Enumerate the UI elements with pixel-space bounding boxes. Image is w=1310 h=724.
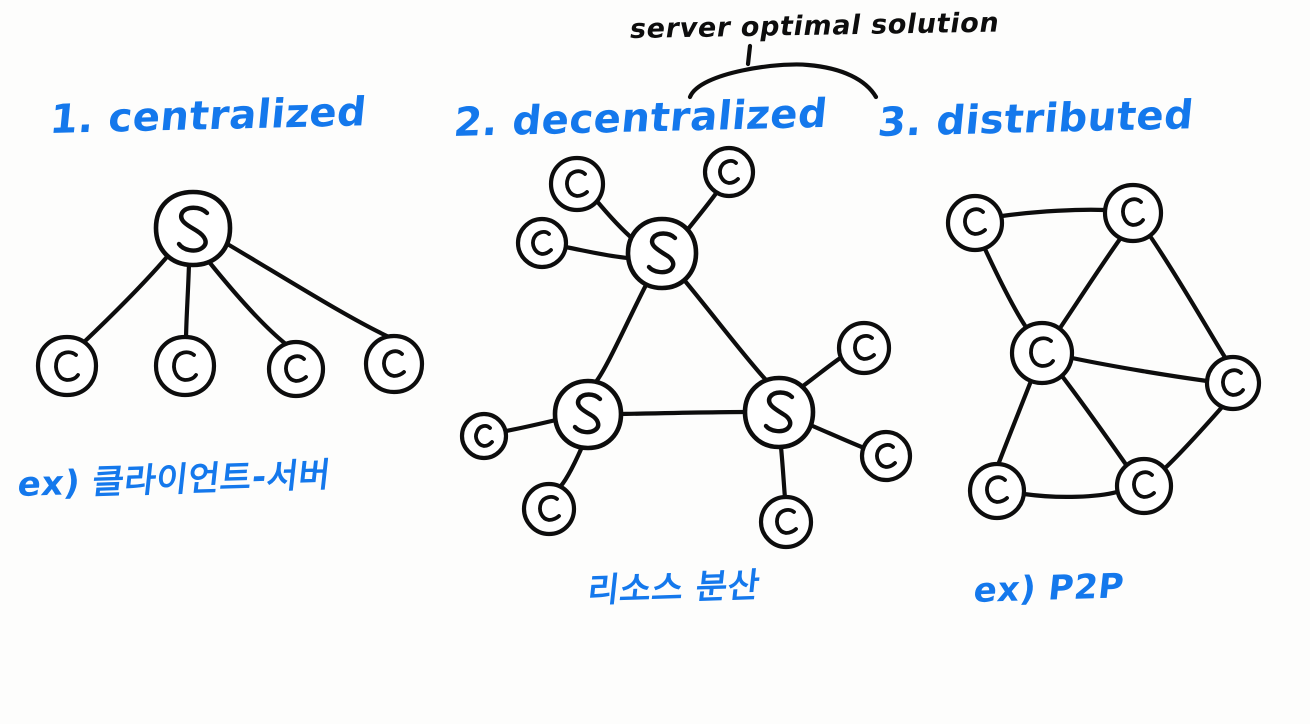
client-glyph-C bbox=[172, 350, 198, 382]
edge-p3-p4 bbox=[1069, 355, 1210, 384]
node-client-c2[interactable] bbox=[859, 429, 913, 483]
node-peer-p6[interactable] bbox=[1114, 456, 1174, 516]
client-glyph-C bbox=[531, 230, 553, 256]
edge-p4-p6 bbox=[1160, 403, 1226, 473]
caption-centralized-example: ex) 클라이언트-서버 bbox=[15, 455, 333, 505]
edge-sA-a1 bbox=[593, 197, 637, 243]
distributed-edges bbox=[982, 207, 1229, 499]
client-glyph-C bbox=[54, 350, 80, 382]
edge-s1-c4 bbox=[221, 239, 392, 340]
edge-sB-b2 bbox=[555, 444, 585, 492]
server-glyph-S bbox=[572, 392, 603, 435]
edge-sB-b1 bbox=[503, 417, 559, 434]
node-client-c2[interactable] bbox=[153, 334, 217, 398]
edge-sA-a3 bbox=[681, 189, 720, 237]
client-glyph-C bbox=[963, 207, 987, 236]
client-glyph-C bbox=[775, 508, 798, 535]
edge-p2-p3 bbox=[1055, 236, 1123, 334]
diagram-decentralized bbox=[459, 145, 913, 550]
client-glyph-C bbox=[382, 349, 406, 378]
client-glyph-C bbox=[875, 443, 897, 469]
node-peer-p2[interactable] bbox=[1102, 182, 1164, 244]
node-client-c1[interactable] bbox=[35, 334, 99, 398]
server-glyph-S bbox=[176, 205, 210, 253]
node-client-a3[interactable] bbox=[702, 145, 756, 199]
node-client-c4[interactable] bbox=[363, 333, 425, 395]
node-client-a2[interactable] bbox=[515, 216, 569, 270]
client-glyph-C bbox=[284, 354, 308, 383]
section-title-centralized: 1. centralized bbox=[47, 89, 369, 143]
node-client-c3[interactable] bbox=[266, 339, 326, 399]
edge-sA-sC bbox=[682, 278, 771, 385]
node-client-a1[interactable] bbox=[548, 155, 606, 213]
centralized-edges bbox=[79, 239, 392, 348]
diagram-distributed bbox=[945, 182, 1262, 521]
node-peer-p3[interactable] bbox=[1009, 320, 1075, 386]
node-peer-p1[interactable] bbox=[945, 193, 1005, 253]
annotation-server-optimal-solution: server optimal solution bbox=[627, 7, 1002, 45]
edge-sA-sB bbox=[592, 282, 649, 386]
caption-distributed-example: ex) P2P bbox=[971, 566, 1126, 611]
caption-decentralized-note: 리소스 분산 bbox=[585, 565, 762, 611]
edge-s1-c2 bbox=[183, 261, 192, 344]
edge-p1-p2 bbox=[999, 207, 1108, 219]
client-glyph-C bbox=[1132, 470, 1156, 499]
server-glyph-S bbox=[763, 390, 795, 434]
node-client-c1[interactable] bbox=[836, 320, 892, 376]
client-glyph-C bbox=[985, 475, 1009, 504]
edge-sA-a2 bbox=[562, 244, 631, 261]
node-server-sC[interactable] bbox=[742, 375, 816, 450]
section-title-distributed: 3. distributed bbox=[875, 92, 1196, 146]
client-glyph-C bbox=[474, 424, 494, 448]
edge-p3-p5 bbox=[995, 378, 1034, 468]
node-peer-p5[interactable] bbox=[967, 461, 1027, 521]
edge-s1-c1 bbox=[79, 255, 169, 347]
client-glyph-C bbox=[538, 495, 561, 522]
edge-s1-c3 bbox=[207, 260, 290, 348]
edge-p2-p4 bbox=[1147, 233, 1229, 362]
client-glyph-C bbox=[1221, 368, 1245, 397]
node-server-s1[interactable] bbox=[153, 189, 233, 268]
node-client-b1[interactable] bbox=[459, 411, 509, 461]
client-glyph-C bbox=[1121, 197, 1145, 227]
node-client-c3[interactable] bbox=[758, 494, 814, 550]
node-server-sA[interactable] bbox=[625, 216, 699, 291]
edge-sC-c2 bbox=[805, 421, 867, 451]
client-glyph-C bbox=[718, 159, 740, 185]
client-glyph-C bbox=[1029, 336, 1055, 368]
server-glyph-S bbox=[646, 231, 678, 275]
server-optimal-solution-brace bbox=[687, 43, 879, 100]
diagram-centralized bbox=[35, 189, 425, 399]
section-title-decentralized: 2. decentralized bbox=[451, 90, 830, 146]
node-client-b2[interactable] bbox=[521, 481, 577, 537]
edge-p3-p6 bbox=[1059, 373, 1130, 469]
edge-sB-sC bbox=[618, 409, 749, 417]
client-glyph-C bbox=[565, 169, 589, 198]
edge-p1-p3 bbox=[982, 246, 1031, 333]
edge-p5-p6 bbox=[1021, 489, 1120, 499]
edge-sC-c3 bbox=[778, 444, 788, 501]
edge-sC-c1 bbox=[796, 352, 848, 392]
client-glyph-C bbox=[853, 334, 876, 361]
node-peer-p4[interactable] bbox=[1204, 354, 1262, 412]
node-server-sB[interactable] bbox=[552, 378, 624, 451]
